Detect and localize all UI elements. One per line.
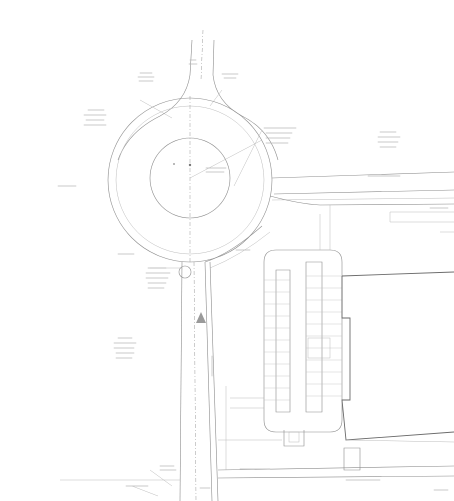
leader-lines xyxy=(131,89,263,497)
north-arrow-icon xyxy=(196,312,206,323)
site-boundary xyxy=(60,386,454,481)
parking-lot xyxy=(230,205,343,447)
annotation-blocks xyxy=(57,59,449,491)
south-road xyxy=(150,225,271,501)
east-road xyxy=(269,171,454,233)
building-footprint xyxy=(341,271,454,443)
north-approach-road xyxy=(117,29,279,161)
roundabout xyxy=(107,96,273,263)
